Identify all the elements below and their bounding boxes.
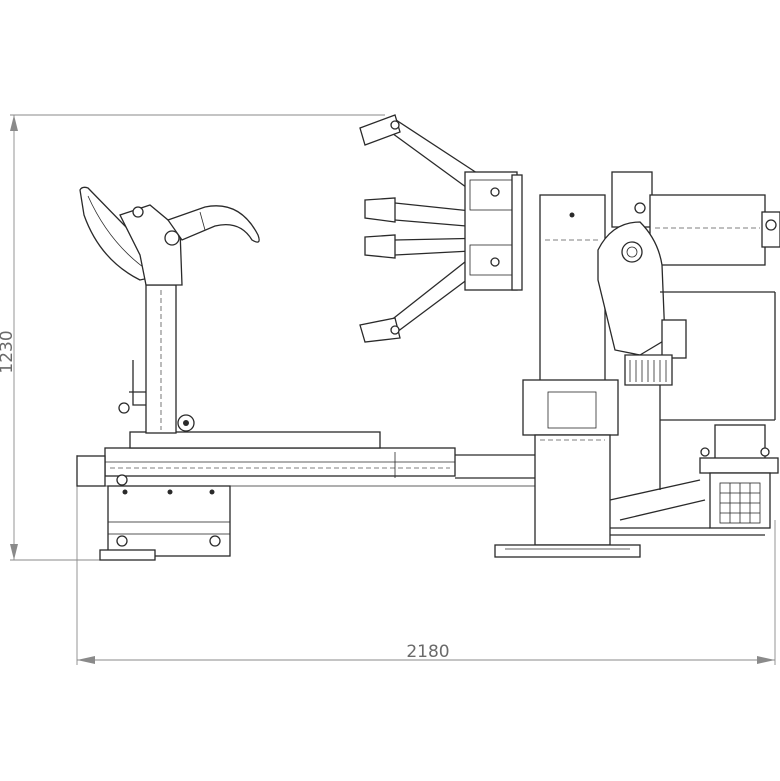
tool-arm — [597, 171, 780, 490]
height-dimension-label: 1230 — [0, 330, 17, 373]
width-dimension-label: 2180 — [406, 642, 449, 662]
clamp-arms — [359, 114, 523, 343]
bead-breaker-head — [79, 186, 260, 286]
bead-breaker-column — [118, 284, 195, 434]
height-dimension: 1230 — [0, 114, 385, 561]
base-rail — [76, 431, 535, 487]
base-stand — [99, 485, 231, 561]
main-column — [494, 194, 641, 558]
width-dimension: 2180 — [76, 455, 776, 665]
motor-unit — [609, 424, 779, 536]
